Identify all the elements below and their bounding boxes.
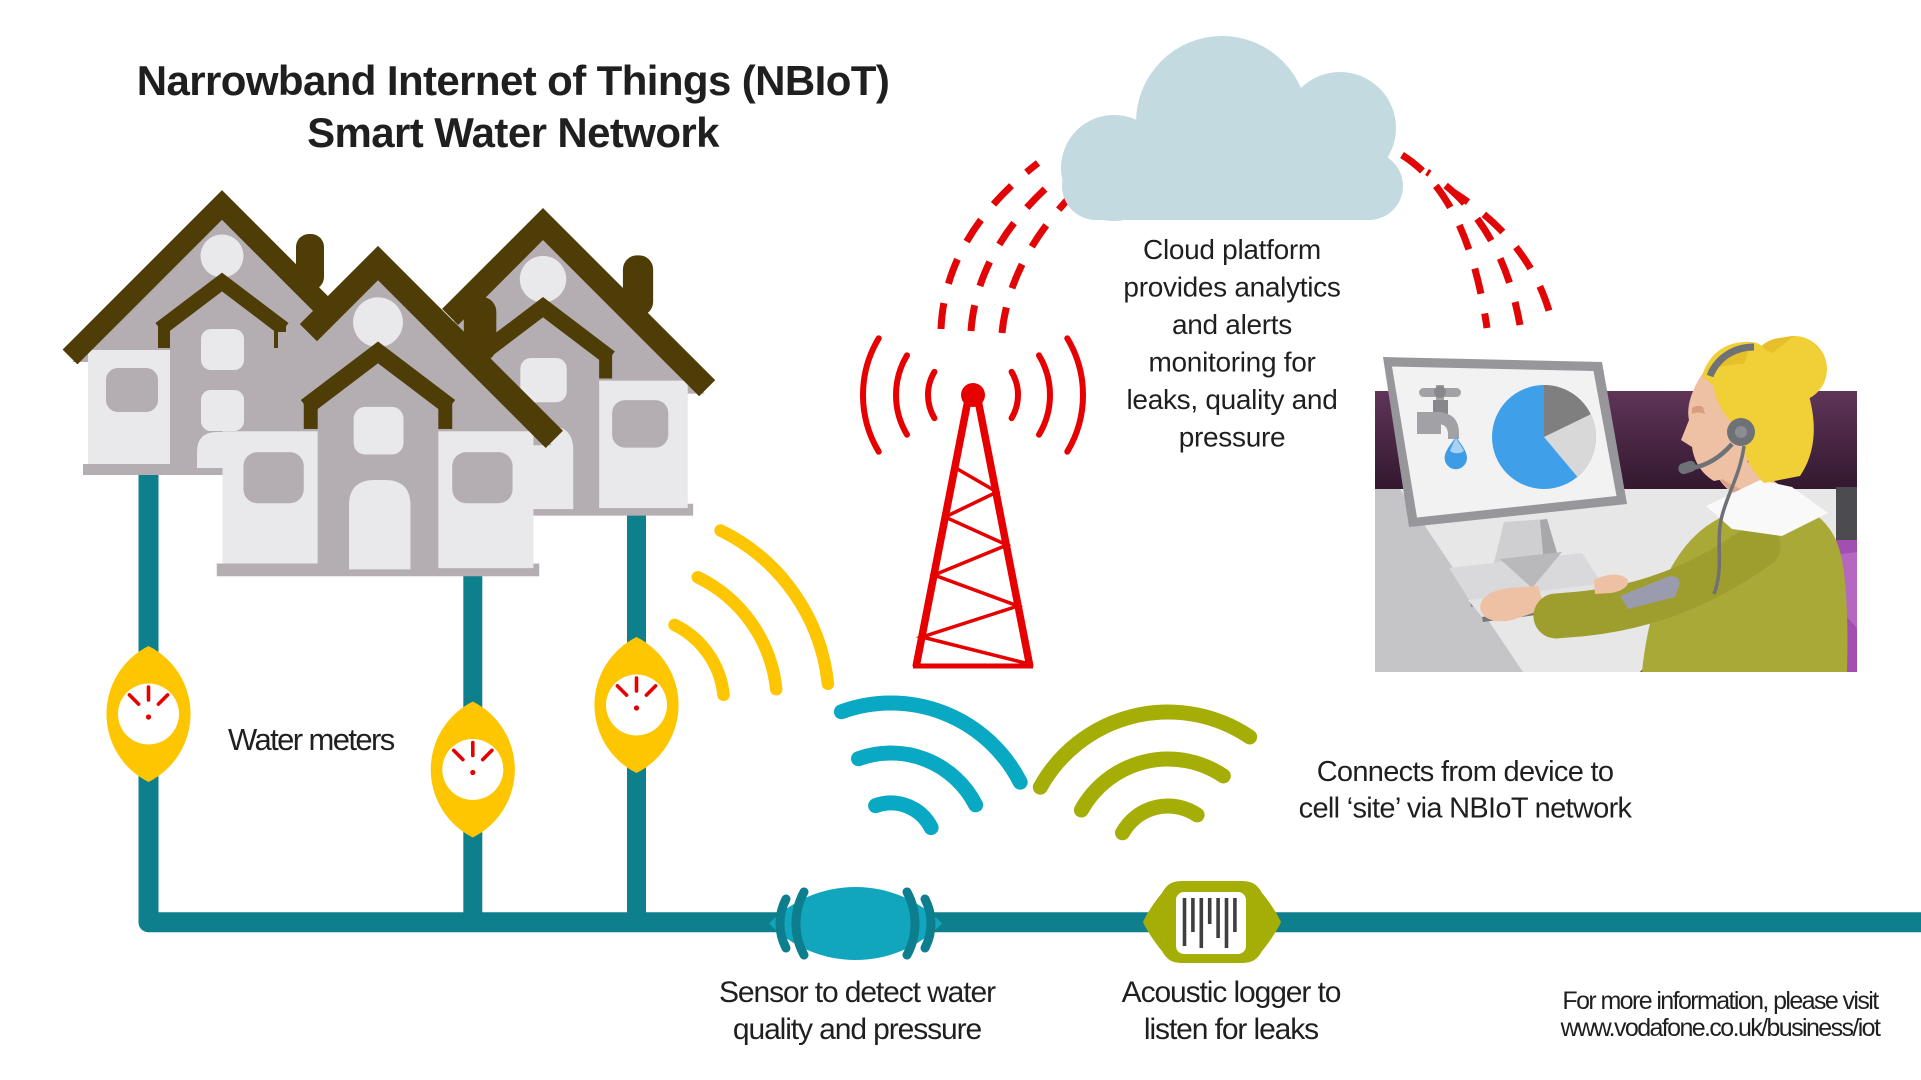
svg-text:pressure: pressure (1179, 422, 1286, 453)
svg-text:quality and pressure: quality and pressure (733, 1013, 982, 1046)
svg-text:provides analytics: provides analytics (1123, 272, 1340, 303)
svg-text:Water meters: Water meters (228, 722, 395, 757)
svg-text:Cloud platform: Cloud platform (1143, 234, 1321, 265)
svg-text:www.vodafone.co.uk/business/io: www.vodafone.co.uk/business/iot (1560, 1014, 1881, 1042)
svg-text:monitoring for: monitoring for (1149, 347, 1316, 378)
svg-text:listen for leaks: listen for leaks (1144, 1013, 1318, 1046)
svg-text:and alerts: and alerts (1172, 309, 1292, 340)
svg-text:cell ‘site’ via NBIoT network: cell ‘site’ via NBIoT network (1299, 793, 1633, 825)
svg-text:Acoustic logger to: Acoustic logger to (1122, 976, 1341, 1009)
svg-text:Sensor to detect water: Sensor to detect water (719, 976, 996, 1009)
svg-text:Smart Water Network: Smart Water Network (307, 109, 720, 156)
svg-text:Narrowband Internet of Things: Narrowband Internet of Things (NBIoT) (137, 57, 889, 104)
svg-text:For more information, please v: For more information, please visit (1562, 987, 1879, 1015)
svg-text:leaks, quality and: leaks, quality and (1127, 384, 1338, 415)
svg-text:Connects from device to: Connects from device to (1317, 756, 1614, 788)
